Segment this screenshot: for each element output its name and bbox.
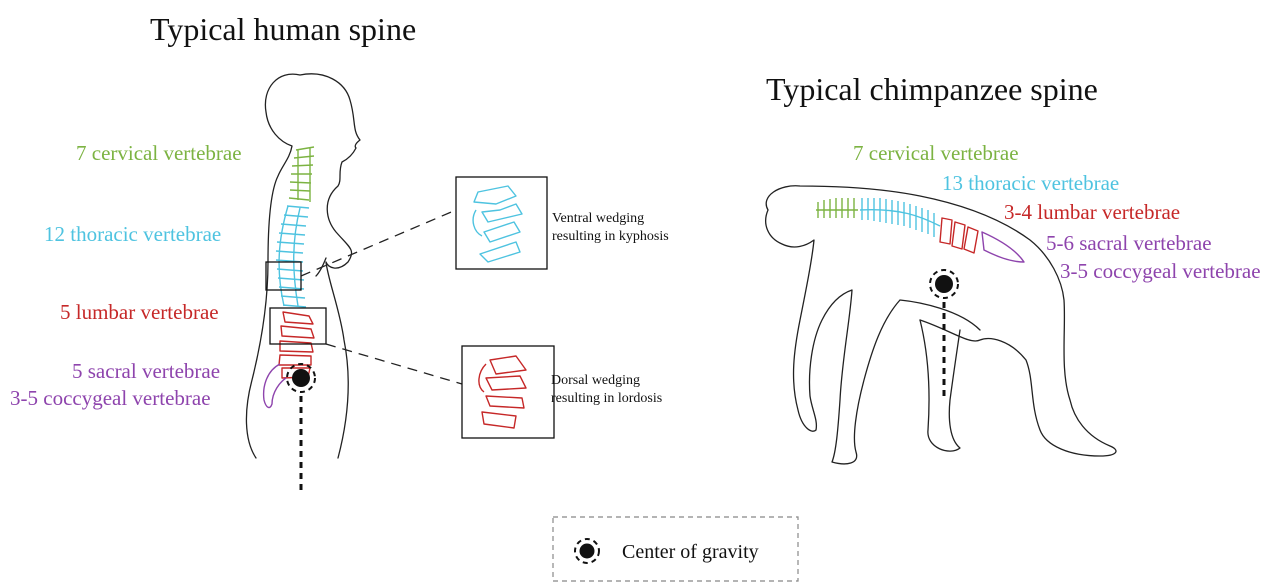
human-title: Typical human spine <box>150 11 416 47</box>
chimp-cervical-spine <box>816 198 858 218</box>
kyphosis-note-line2: resulting in kyphosis <box>552 229 669 244</box>
human-label-thoracic: 12 thoracic vertebrae <box>44 222 221 246</box>
chimp-title: Typical chimpanzee spine <box>766 71 1098 107</box>
human-lumbar-box <box>270 308 326 344</box>
human-thoracic-spine <box>276 206 309 307</box>
chimp-thoracic-spine <box>860 198 940 237</box>
lordosis-connector <box>326 344 462 384</box>
human-lumbar-spine <box>279 312 314 378</box>
lordosis-note-line2: resulting in lordosis <box>551 391 662 406</box>
chimp-arm-outline <box>920 320 960 451</box>
human-label-sacral: 5 sacral vertebrae <box>72 359 220 383</box>
chimp-sacral-spine <box>982 232 1024 262</box>
lordosis-inset-box <box>462 346 554 438</box>
human-label-coccygeal: 3-5 coccygeal vertebrae <box>10 386 211 410</box>
chimp-label-cervical: 7 cervical vertebrae <box>853 141 1019 165</box>
chimp-label-lumbar: 3-4 lumbar vertebrae <box>1004 200 1180 224</box>
human-label-lumbar: 5 lumbar vertebrae <box>60 300 219 324</box>
chimp-center-of-gravity-icon <box>930 270 958 298</box>
human-cervical-spine <box>289 147 314 202</box>
kyphosis-note-line1: Ventral wedging <box>552 211 644 226</box>
chimp-label-sacral: 5-6 sacral vertebrae <box>1046 231 1212 255</box>
center-of-gravity-icon <box>575 539 599 563</box>
chimp-lumbar-spine <box>940 218 978 253</box>
lordosis-vertebrae-icon <box>479 356 526 428</box>
human-label-cervical: 7 cervical vertebrae <box>76 141 242 165</box>
chimp-label-coccygeal: 3-5 coccygeal vertebrae <box>1060 259 1261 283</box>
kyphosis-vertebrae-icon <box>473 186 522 262</box>
legend-label: Center of gravity <box>622 541 759 563</box>
kyphosis-connector <box>301 210 456 276</box>
kyphosis-inset-box <box>456 177 547 269</box>
lordosis-note-line1: Dorsal wedging <box>551 373 640 388</box>
chimp-label-thoracic: 13 thoracic vertebrae <box>942 171 1119 195</box>
